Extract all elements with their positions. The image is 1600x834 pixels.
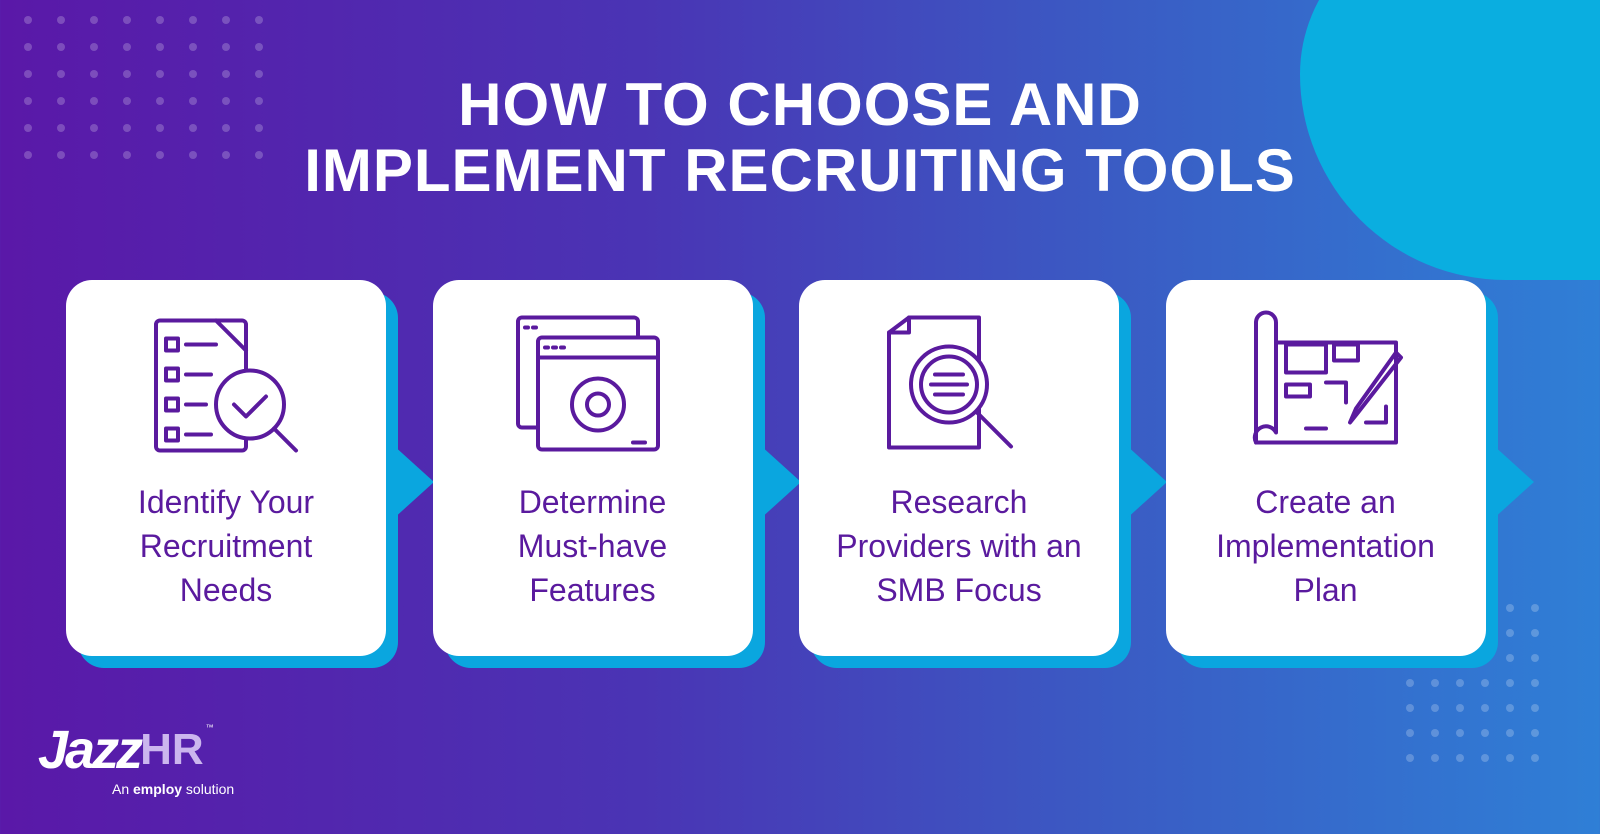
tagline-brand: employ: [133, 781, 183, 797]
title-line-2: IMPLEMENT RECRUITING TOOLS: [304, 137, 1296, 204]
title-line-1: HOW TO CHOOSE AND: [458, 71, 1142, 138]
browser-gear-icon: [515, 315, 660, 452]
arrow-right-icon: [1491, 444, 1534, 520]
checklist-magnifier-icon: [154, 318, 298, 453]
step-label-line: SMB Focus: [876, 572, 1042, 608]
step-label-line: Identify Your: [137, 484, 315, 520]
step-label-line: Recruitment: [139, 528, 313, 564]
step-label-line: Determine: [518, 484, 667, 520]
step-label-line: Features: [529, 572, 656, 608]
logo-jazz: Jazz: [38, 720, 143, 780]
arrow-right-icon: [1125, 444, 1167, 520]
logo-tagline: An employ solution: [112, 780, 234, 798]
logo-hr: HR: [140, 725, 204, 774]
step-label-line: Create an: [1255, 484, 1396, 520]
page-title: HOW TO CHOOSE AND IMPLEMENT RECRUITING T…: [0, 72, 1600, 204]
step-label-line: Plan: [1293, 572, 1358, 608]
step-label-line: Needs: [179, 572, 273, 608]
step-label-line: Implementation: [1216, 528, 1435, 564]
tagline-post: solution: [185, 781, 235, 797]
document-search-icon: [887, 315, 1013, 450]
arrow-right-icon: [392, 444, 434, 520]
step-label-line: Research: [890, 484, 1028, 520]
step-label-line: Providers with an: [836, 528, 1082, 564]
blueprint-pencil-icon: [1252, 310, 1403, 445]
logo-tm: ™: [205, 723, 214, 732]
tagline-pre: An: [112, 781, 130, 797]
dot-pattern: [24, 16, 288, 159]
arrow-right-icon: [758, 444, 801, 520]
step-label-line: Must-have: [517, 528, 668, 564]
